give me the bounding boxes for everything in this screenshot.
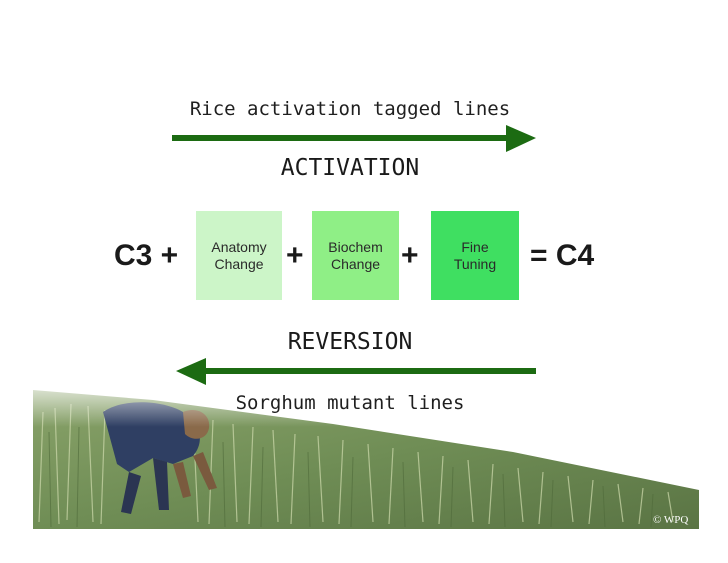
rice-field-photo bbox=[33, 372, 699, 529]
anatomy-change-box: Anatomy Change bbox=[196, 211, 282, 300]
activation-label: ACTIVATION bbox=[280, 155, 420, 181]
left-arrow-icon bbox=[176, 358, 536, 385]
plus-sign: + bbox=[286, 239, 304, 272]
right-arrow-icon bbox=[172, 125, 536, 152]
top-arrow-label: Rice activation tagged lines bbox=[189, 98, 511, 120]
photo-credit: © WPQ bbox=[653, 514, 689, 526]
biochem-change-box: Biochem Change bbox=[312, 211, 399, 300]
reversion-label: REVERSION bbox=[287, 329, 413, 355]
plus-sign: + bbox=[401, 239, 419, 272]
c4-term: = C4 bbox=[530, 239, 595, 272]
c3-term: C3 + bbox=[114, 239, 179, 272]
fine-tuning-box: Fine Tuning bbox=[431, 211, 519, 300]
bottom-arrow-label: Sorghum mutant lines bbox=[235, 392, 465, 414]
